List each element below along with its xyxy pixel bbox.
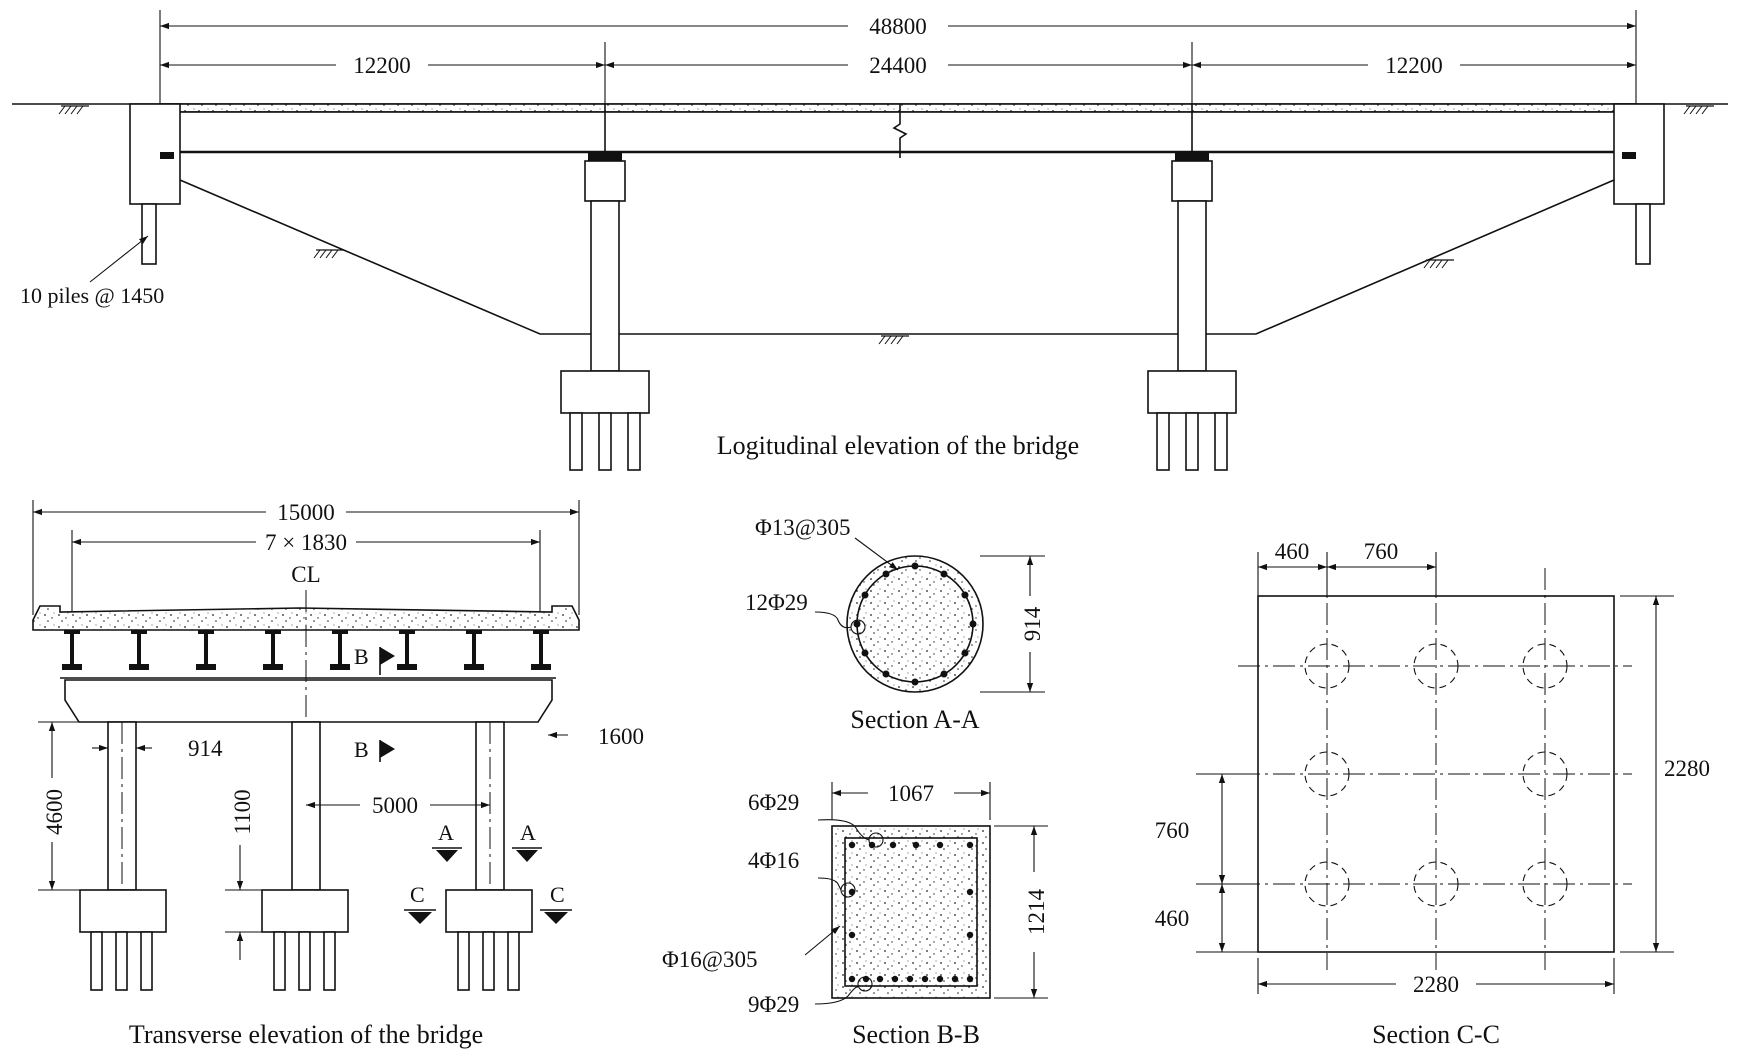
c-c-offset-v-dim: 460 [1155,906,1190,931]
c-c-width-dim: 2280 [1413,972,1459,997]
cap-beam-section [831,825,991,999]
transverse-elevation: 15000 7 × 1830 CL [32,500,644,1049]
cut-c-left: C [410,882,425,907]
cut-b-lower: B [354,737,369,762]
c-c-height-dim: 2280 [1664,756,1710,781]
cut-b-upper: B [354,644,369,669]
b-b-bottom-bars-label: 9Φ29 [748,992,799,1017]
deck-width-dim: 15000 [277,500,335,525]
transverse-caption: Transverse elevation of the bridge [129,1020,483,1049]
footing-depth-dim: 1100 [230,789,255,834]
span-2-dim: 24400 [869,53,927,78]
c-c-spacing-v-dim: 760 [1155,818,1190,843]
a-a-spiral-label: Φ13@305 [755,515,851,540]
right-abutment [1613,103,1665,205]
span-1-dim: 12200 [353,53,411,78]
section-b-b-caption: Section B-B [852,1020,980,1049]
c-c-spacing-dim: 760 [1364,539,1399,564]
pile-note: 10 piles @ 1450 [20,283,164,308]
a-a-diameter-dim: 914 [1020,606,1045,641]
section-c-c-caption: Section C-C [1372,1020,1500,1049]
section-a-a: 914 Φ13@305 12Φ29 Section A-A [745,515,1045,734]
pier-2 [1147,152,1237,471]
column-spacing-dim: 5000 [372,793,418,818]
c-c-offset-dim: 460 [1275,539,1310,564]
a-a-bars-label: 12Φ29 [745,590,808,615]
span-3-dim: 12200 [1385,53,1443,78]
b-b-stirrups-label: Φ16@305 [662,947,758,972]
longitudinal-elevation: 48800 12200 24400 12200 [12,10,1728,471]
section-c-c: 460 760 2280 2280 760 460 Section C-C [1155,539,1710,1049]
section-a-a-caption: Section A-A [850,705,979,734]
centerline-label: CL [291,562,320,587]
pier-1 [560,152,650,471]
column-height-dim: 4600 [42,789,67,835]
b-b-top-bars-label: 6Φ29 [748,790,799,815]
cut-a-left: A [438,820,454,845]
section-b-b: 1067 1214 6Φ29 4Φ16 Φ16@305 9Φ29 Section… [662,781,1049,1049]
column-dia-dim: 914 [188,736,223,761]
cap-overhang-dim: 1600 [598,724,644,749]
cut-c-right: C [550,882,565,907]
b-b-height-dim: 1214 [1024,889,1049,936]
b-b-side-bars-label: 4Φ16 [748,848,799,873]
cut-a-right: A [520,820,536,845]
b-b-width-dim: 1067 [888,781,934,806]
longitudinal-caption: Logitudinal elevation of the bridge [717,431,1079,460]
total-length-dim: 48800 [869,14,927,39]
girder-spacing-dim: 7 × 1830 [265,530,347,555]
column-section-circle [846,555,984,693]
